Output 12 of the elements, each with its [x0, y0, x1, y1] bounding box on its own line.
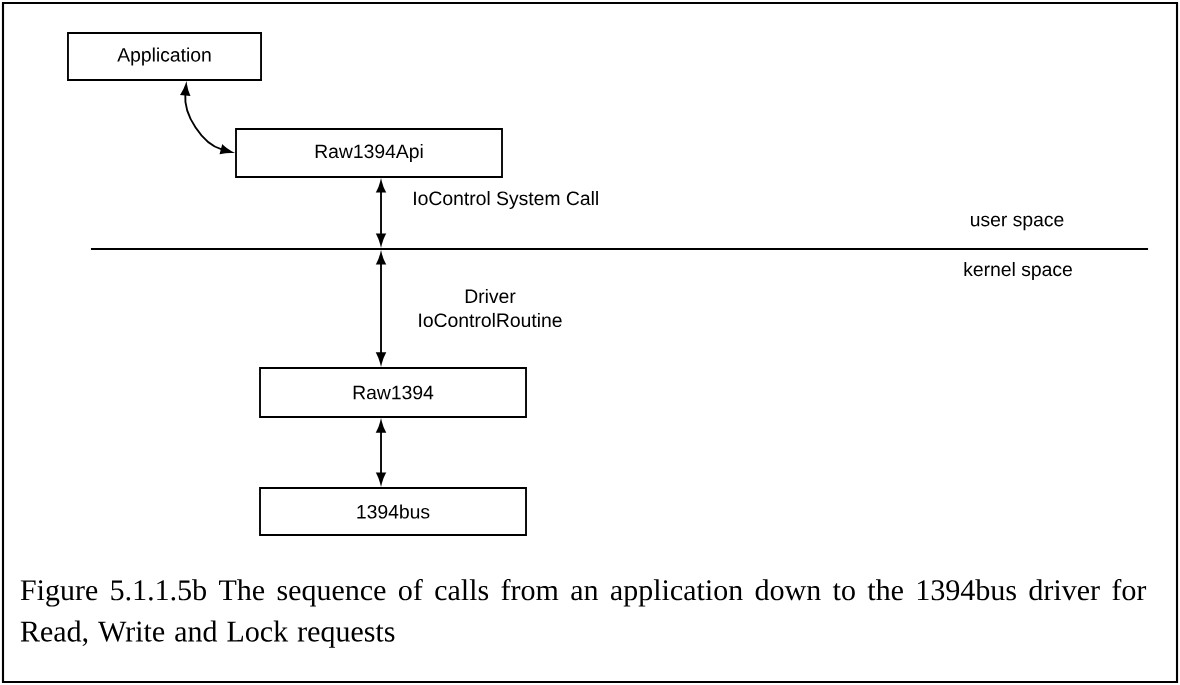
- figure-caption: Figure 5.1.1.5b The sequence of calls from an application down to the 1394bus driver for Read, Write and Lock requests: [20, 578, 1147, 648]
- edge-label: Driver IoControlRoutine: [419, 288, 562, 328]
- arrow: [376, 180, 386, 246]
- divider-line: [90, 248, 1149, 250]
- process-box: Raw1394Api: [235, 128, 503, 178]
- process-box: 1394bus: [259, 487, 527, 536]
- arrow: [376, 252, 386, 364]
- arrow: [376, 421, 386, 485]
- edge-label: IoControl System Call: [414, 191, 598, 209]
- arrow: [180, 83, 233, 154]
- process-box: Raw1394: [259, 367, 527, 418]
- process-box: Application: [67, 32, 262, 81]
